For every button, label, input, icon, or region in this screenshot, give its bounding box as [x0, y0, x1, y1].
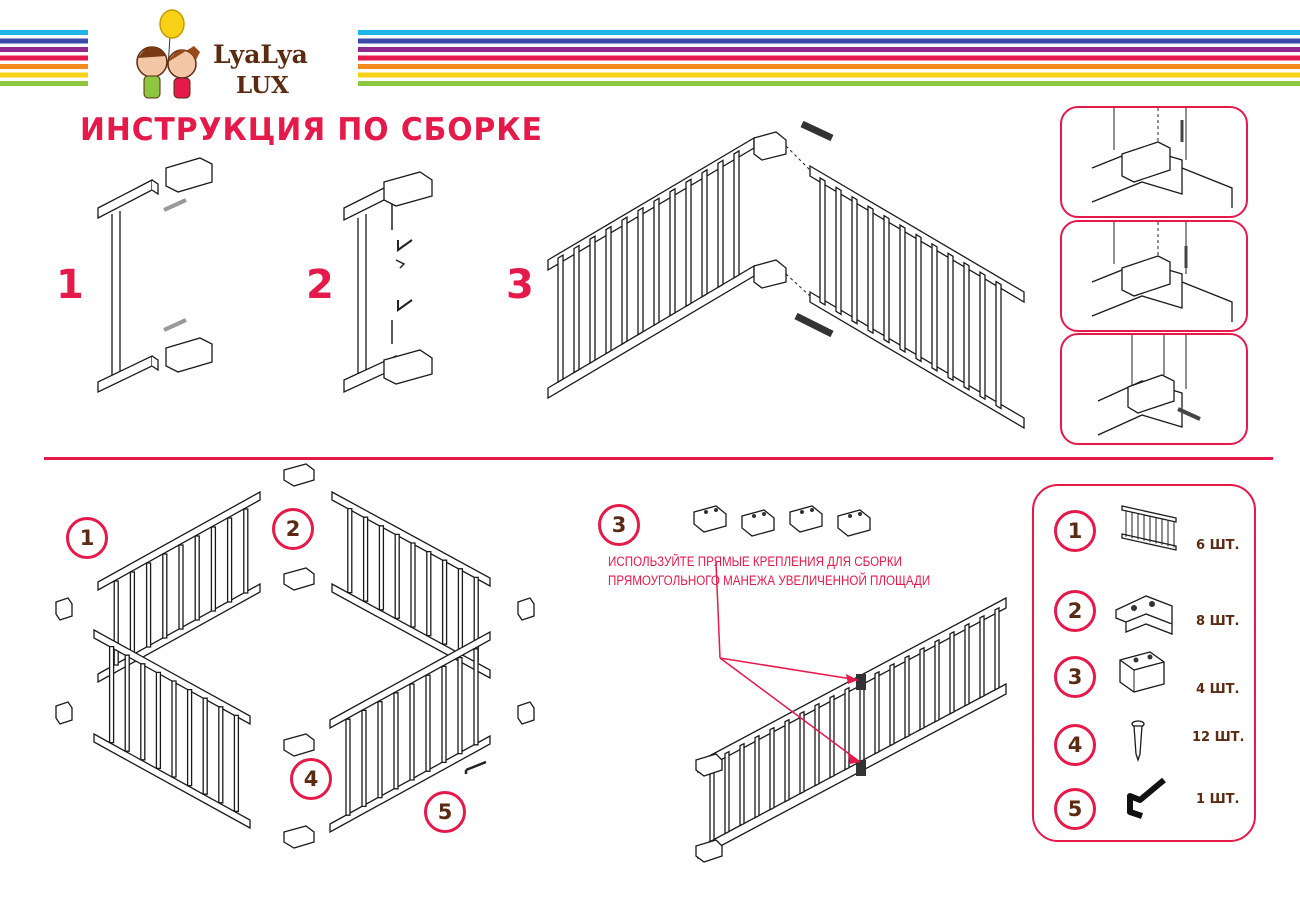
fence-panel-icon — [1121, 505, 1177, 551]
parts-list: 1 6 ШТ. 2 8 ШТ. 3 4 ШТ. 4 12 ШТ. 5 1 ШТ. — [1032, 484, 1256, 842]
step-number-3: 3 — [506, 262, 534, 308]
step1-diagram — [97, 157, 213, 394]
hex-key-icon — [1127, 777, 1166, 819]
part-qty-5: 1 ШТ. — [1196, 792, 1240, 807]
step-number-2: 2 — [306, 262, 334, 308]
note-line-2: ПРЯМОУГОЛЬНОГО МАНЕЖА УВЕЛИЧЕННОЙ ПЛОЩАД… — [608, 573, 931, 588]
detail-view-3 — [1060, 333, 1248, 445]
step-number-1: 1 — [56, 262, 84, 308]
part-qty-2: 8 ШТ. — [1196, 614, 1240, 629]
straight-bracket-icon — [1119, 651, 1165, 693]
screw-icon — [1131, 720, 1145, 763]
note-line-1: ИСПОЛЬЗУЙТЕ ПРЯМЫЕ КРЕПЛЕНИЯ ДЛЯ СБОРКИ — [608, 554, 903, 569]
label-circle-1: 1 — [66, 517, 108, 559]
part-num-4: 4 — [1054, 724, 1096, 766]
detail-view-1 — [1060, 106, 1248, 218]
label-circle-5: 5 — [424, 791, 466, 833]
straight-brackets-row — [693, 505, 871, 537]
step2-diagram — [343, 171, 433, 394]
long-fence-diagram — [695, 561, 1007, 863]
kids-balloon-icon — [136, 9, 200, 99]
brand-name: LyaLya — [213, 40, 308, 69]
brand-suffix: LUX — [236, 72, 289, 99]
section-divider — [44, 457, 1273, 460]
page-title: ИНСТРУКЦИЯ ПО СБОРКЕ — [80, 112, 543, 148]
part-num-5: 5 — [1054, 788, 1096, 830]
part-qty-4: 12 ШТ. — [1192, 730, 1245, 745]
step3-diagram — [547, 120, 1025, 430]
label-circle-3: 3 — [598, 504, 640, 546]
part-num-3: 3 — [1054, 656, 1096, 698]
label-circle-2: 2 — [272, 508, 314, 550]
square-playpen-diagram — [55, 463, 535, 849]
corner-bracket-icon — [1115, 595, 1173, 635]
part-num-1: 1 — [1054, 510, 1096, 552]
detail-view-2 — [1060, 220, 1248, 332]
instruction-note: ИСПОЛЬЗУЙТЕ ПРЯМЫЕ КРЕПЛЕНИЯ ДЛЯ СБОРКИ … — [608, 552, 930, 590]
part-qty-3: 4 ШТ. — [1196, 682, 1240, 697]
part-num-2: 2 — [1054, 590, 1096, 632]
part-qty-1: 6 ШТ. — [1196, 538, 1240, 553]
rainbow-stripes — [0, 30, 1300, 86]
label-circle-4: 4 — [290, 758, 332, 800]
